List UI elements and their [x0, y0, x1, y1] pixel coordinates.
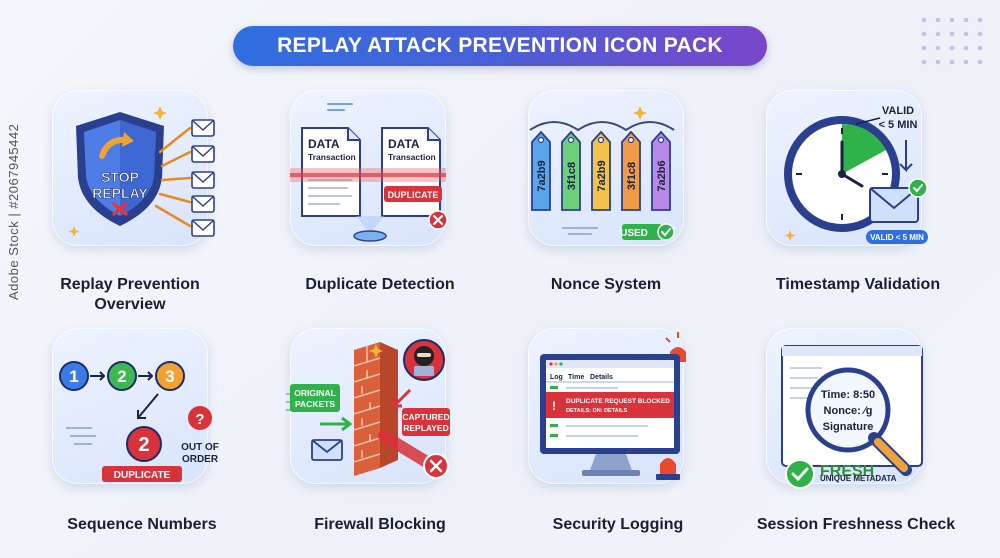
alert-line1: DUPLICATE REQUEST BLOCKED	[566, 398, 670, 405]
nonce-system-card: 7a2b9 3f1c8 7a2b9 3f1c8 7a2b6 USED	[528, 90, 684, 246]
label-security-logging: Security Logging	[552, 516, 684, 533]
col-log: Log	[550, 374, 563, 381]
nonce-tags-icon: 7a2b9 3f1c8 7a2b9 3f1c8 7a2b6 USED	[529, 106, 675, 241]
nonce-tag-3: 7a2b9	[596, 160, 608, 191]
nonce-tag-1: 7a2b9	[536, 160, 548, 191]
meta-time: Time: 8:50	[821, 389, 875, 401]
col-details: Details	[590, 374, 613, 381]
nonce-tag-2: 3f1c8	[566, 162, 578, 190]
shield-line2: REPLAY	[92, 185, 148, 201]
label-timestamp-validation: Timestamp Validation	[775, 276, 941, 293]
alert-line2: DETAILS: ON: DETAILS	[566, 408, 628, 414]
firewall-blocking-card: ORIGINAL PACKETS CAPTURED REPLAYED	[286, 328, 450, 484]
step-1: 1	[69, 367, 78, 386]
step-3: 3	[165, 367, 174, 386]
duplicate-badge: DUPLICATE	[114, 470, 171, 481]
magnifier-icon: Time: 8:50 Nonce: ∕g Signature FRESH	[781, 345, 923, 489]
clock-icon: VALID < 5 MIN VALID < 5 MIN	[784, 105, 928, 244]
timestamp-validation-card: VALID < 5 MIN VALID < 5 MIN	[766, 90, 928, 246]
firewall-icon: ORIGINAL PACKETS CAPTURED REPLAYED	[286, 339, 450, 479]
original-line1: ORIGINAL	[294, 388, 336, 398]
sequence-numbers-card: 1 2 3 2 ? OUT OF ORDER DUPLICATE	[52, 328, 219, 484]
security-logging-card: Log Time Details ! DUPLICATE REQUEST BLO…	[528, 328, 686, 484]
label-line2: Overview	[94, 296, 166, 313]
captured-line1: CAPTURED	[402, 412, 449, 422]
session-freshness-card: Time: 8:50 Nonce: ∕g Signature FRESH UNI…	[766, 328, 923, 489]
doc1-sub: Transaction	[308, 152, 356, 162]
label-firewall-blocking: Firewall Blocking	[314, 516, 446, 533]
meta-nonce: Nonce: ∕g	[824, 405, 873, 417]
doc1-title: DATA	[308, 137, 340, 151]
repeated-step: 2	[138, 434, 149, 456]
documents-icon: DATA Transaction DATA Transaction DUPLIC…	[290, 103, 448, 242]
label-nonce-system: Nonce System	[550, 276, 662, 293]
stock-watermark: Adobe Stock | #2067945442	[6, 123, 21, 300]
meta-signature: Signature	[823, 421, 874, 433]
fresh-label: FRESH	[820, 463, 874, 480]
nonce-tag-4: 3f1c8	[626, 162, 638, 190]
svg-text:!: !	[552, 399, 556, 413]
out-of-order-line1: OUT OF	[181, 442, 219, 453]
replay-prevention-card: STOP REPLAY	[52, 90, 215, 246]
shield-icon: STOP REPLAY	[68, 106, 215, 237]
valid-line1: VALID	[882, 105, 914, 117]
monitor-icon: Log Time Details ! DUPLICATE REQUEST BLO…	[540, 332, 686, 480]
captured-line2: REPLAYED	[403, 423, 449, 433]
original-line2: PACKETS	[295, 399, 335, 409]
unique-metadata-label: UNIQUE METADATA	[820, 474, 897, 483]
question-mark: ?	[195, 411, 204, 428]
label-session-freshness: Session Freshness Check	[756, 516, 956, 533]
doc2-title: DATA	[388, 137, 420, 151]
shield-line1: STOP	[101, 169, 139, 185]
valid-pill: VALID < 5 MIN	[870, 233, 924, 242]
duplicate-detection-card: DATA Transaction DATA Transaction DUPLIC…	[290, 90, 448, 246]
doc2-sub: Transaction	[388, 152, 436, 162]
label-line1: Replay Prevention	[60, 276, 200, 293]
page-title: REPLAY ATTACK PREVENTION ICON PACK	[233, 26, 767, 66]
label-duplicate-detection: Duplicate Detection	[305, 276, 455, 293]
step-2: 2	[117, 367, 126, 386]
valid-line2: < 5 MIN	[879, 119, 918, 131]
label-replay-prevention: Replay Prevention Overview	[20, 275, 240, 315]
sequence-icon: 1 2 3 2 ? OUT OF ORDER DUPLICATE	[59, 361, 219, 482]
duplicate-badge: DUPLICATE	[388, 190, 439, 200]
decorative-dot-grid	[921, 17, 983, 65]
label-sequence-numbers: Sequence Numbers	[67, 516, 217, 533]
out-of-order-line2: ORDER	[182, 454, 219, 465]
nonce-tag-5: 7a2b6	[656, 160, 668, 191]
used-badge: USED	[620, 228, 648, 239]
col-time: Time	[568, 374, 584, 381]
